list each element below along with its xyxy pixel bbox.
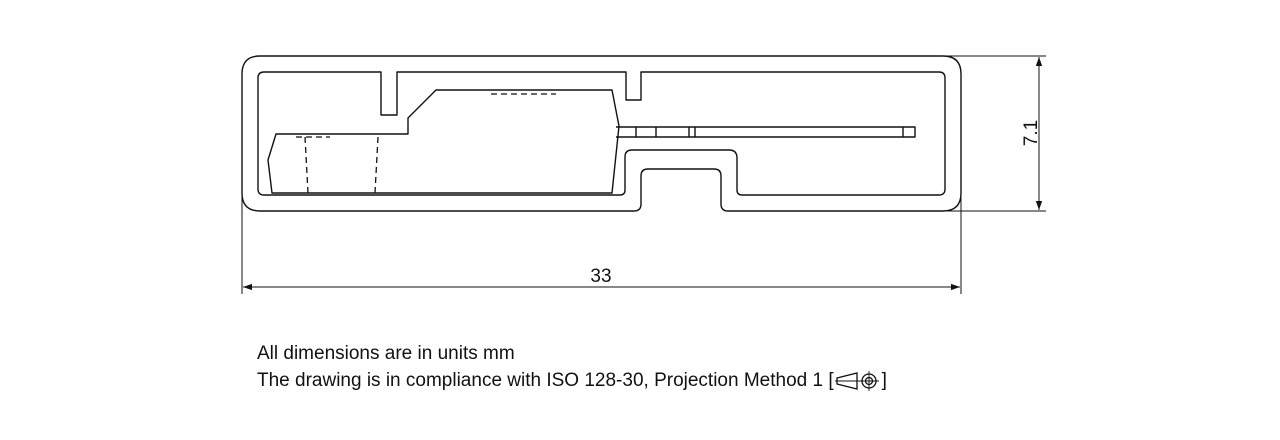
compliance-note: The drawing is in compliance with ISO 12… (257, 370, 887, 392)
dimension-lines (241, 55, 1046, 294)
height-dimension-label: 7.1 (1021, 120, 1042, 146)
insert-body (267, 89, 620, 194)
inner-profile (257, 71, 946, 196)
compliance-note-text: The drawing is in compliance with ISO 12… (257, 370, 834, 391)
blade (616, 126, 916, 138)
outer-profile (241, 55, 962, 212)
compliance-note-suffix: ] (881, 370, 887, 391)
part-outline (241, 55, 962, 212)
first-angle-projection-icon (834, 371, 879, 391)
units-note: All dimensions are in units mm (257, 343, 515, 364)
hidden-lines (296, 93, 556, 194)
width-dimension-label: 33 (590, 266, 611, 287)
